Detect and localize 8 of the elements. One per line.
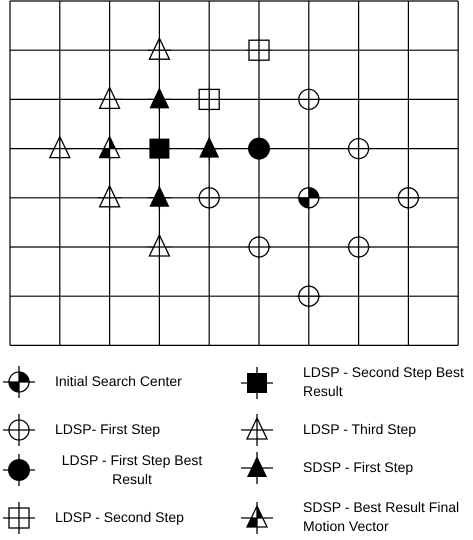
legend-text: SDSP - Best Result Final Motion Vector bbox=[303, 498, 460, 536]
legend-text: LDSP - Second Step Best Result bbox=[303, 363, 465, 401]
legend-text: Initial Search Center bbox=[55, 372, 183, 391]
legend-text: LDSP - First Step Best Result bbox=[60, 451, 204, 489]
legend-text: LDSP- First Step bbox=[55, 420, 162, 439]
legend-text: SDSP - First Step bbox=[303, 458, 414, 477]
legend-text: LDSP - Third Step bbox=[303, 420, 418, 439]
legend-text: LDSP - Second Step bbox=[55, 508, 185, 527]
